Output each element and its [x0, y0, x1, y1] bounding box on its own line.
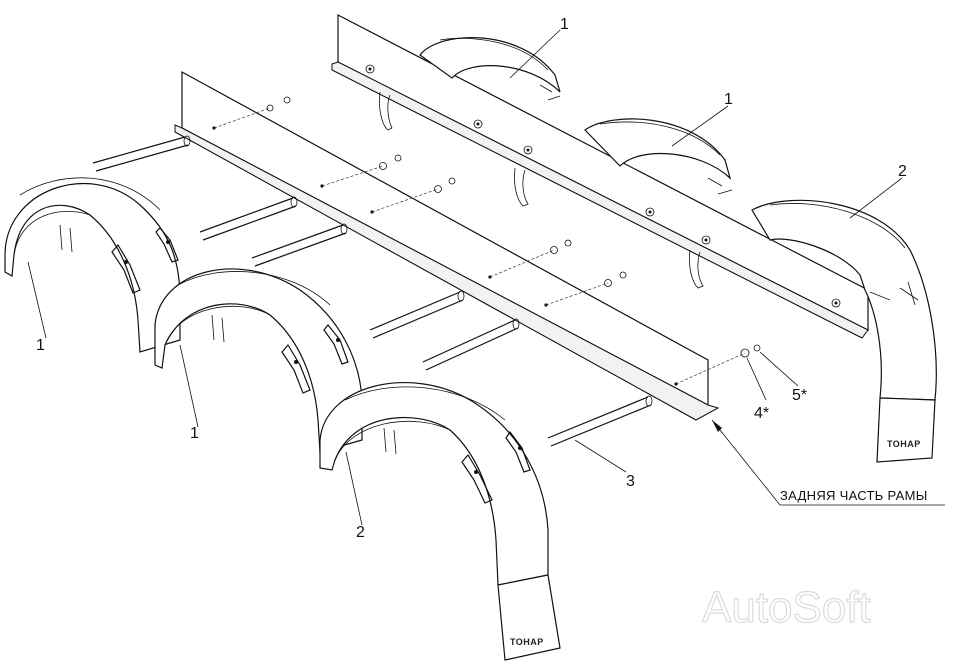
watermark: AutoSoft [702, 583, 871, 632]
back-mounting-plate [331, 14, 869, 339]
leader-lines [27, 29, 945, 526]
back-fender-3: ТОНАР [689, 199, 937, 463]
callout-part-1-front-a: 1 [36, 337, 45, 354]
frame-rear-note: ЗАДНЯЯ ЧАСТЬ РАМЫ [780, 488, 928, 503]
callout-part-1-front-b: 1 [190, 425, 199, 442]
back-fender-2 [514, 118, 733, 207]
front-fender-3: ТОНАР [319, 381, 561, 661]
callout-part-3: 3 [626, 473, 635, 490]
front-fender-1 [4, 177, 181, 353]
back-plate-bolt-holes [365, 64, 841, 308]
washers-and-nuts [213, 96, 761, 385]
mounting-rods [92, 135, 653, 447]
back-mudflap-brand: ТОНАР [887, 439, 921, 449]
callout-part-2-back: 2 [898, 163, 907, 180]
callout-part-4: 4* [754, 405, 769, 422]
back-fender-1 [379, 36, 561, 131]
callout-part-5: 5* [792, 387, 807, 404]
front-mounting-plate [174, 70, 720, 421]
front-mudflap-brand: ТОНАР [510, 637, 544, 647]
callout-part-2-front: 2 [356, 524, 365, 541]
callout-part-1-back-b: 1 [724, 91, 733, 108]
callout-part-1-back-a: 1 [560, 16, 569, 33]
